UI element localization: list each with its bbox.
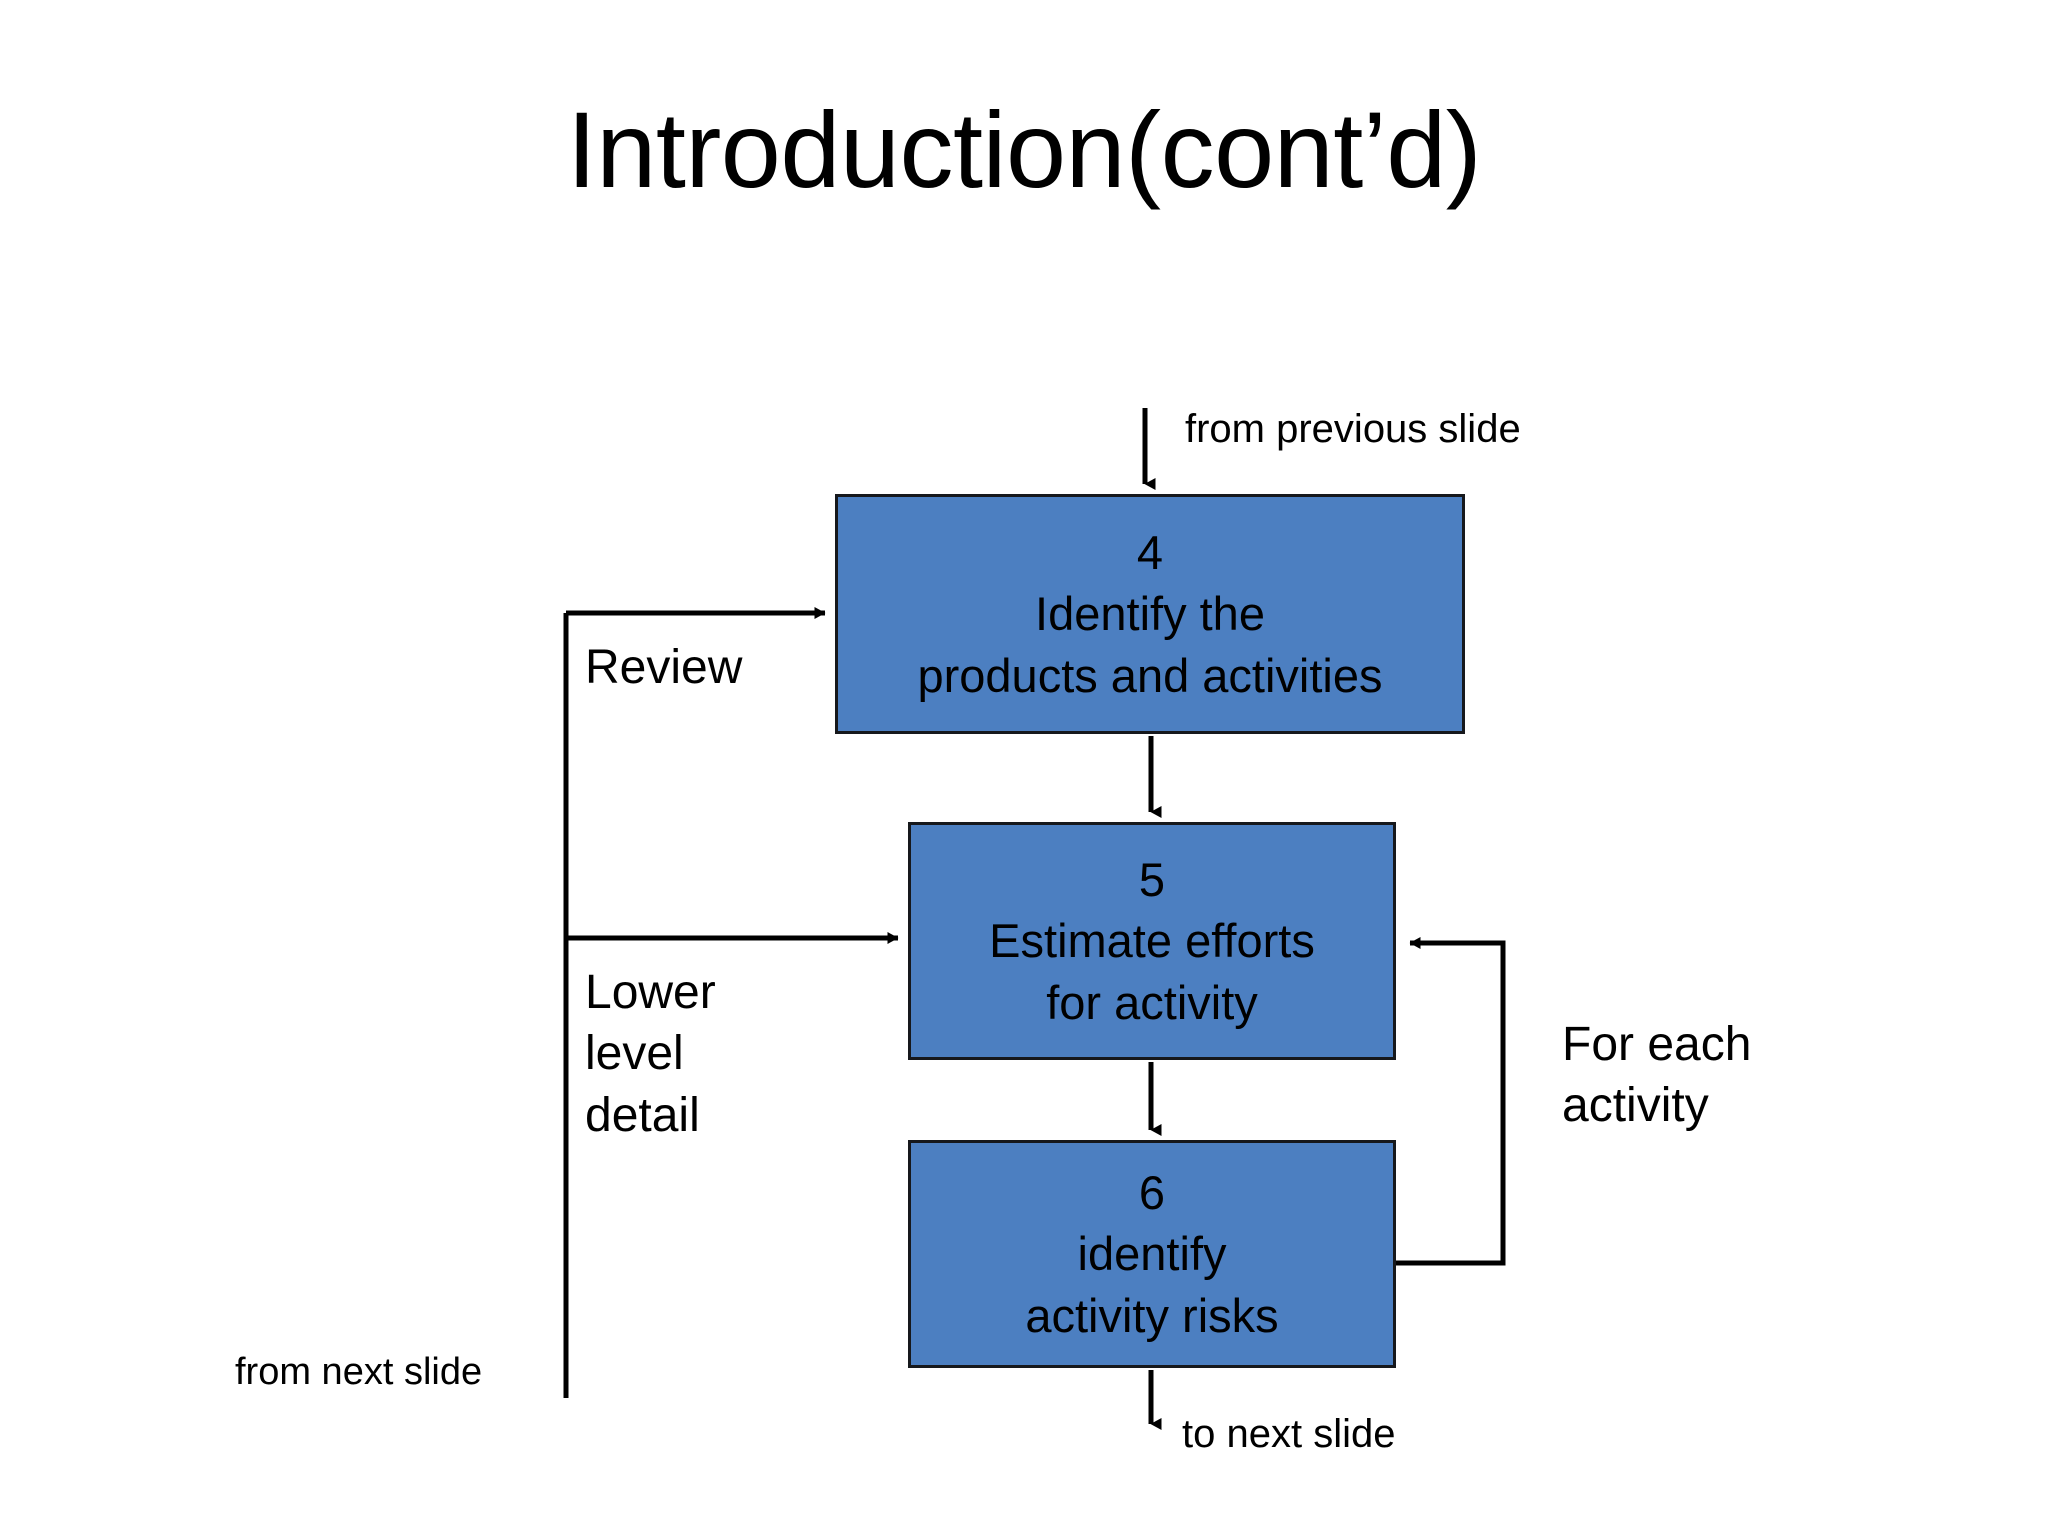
process-box-5[interactable]: 5 Estimate efforts for activity bbox=[908, 822, 1396, 1060]
process-box-4-line2: products and activities bbox=[917, 648, 1383, 702]
label-review: Review bbox=[585, 641, 743, 694]
label-for-each-activity: For each activity bbox=[1562, 1018, 1752, 1133]
label-lower-level-detail: Lower level detail bbox=[585, 966, 716, 1142]
process-box-4-number: 4 bbox=[1136, 526, 1164, 580]
process-box-4[interactable]: 4 Identify the products and activities bbox=[835, 494, 1465, 734]
process-box-6-line1: identify bbox=[1077, 1227, 1227, 1281]
page-title: Introduction(cont’d) bbox=[566, 89, 1482, 210]
process-box-6-line2: activity risks bbox=[1025, 1288, 1279, 1342]
label-to-next-slide: to next slide bbox=[1182, 1412, 1396, 1456]
process-box-6-number: 6 bbox=[1138, 1166, 1166, 1220]
label-from-previous-slide: from previous slide bbox=[1185, 407, 1521, 451]
connector-for-each-activity-loop bbox=[1396, 937, 1506, 1266]
process-box-6[interactable]: 6 identify activity risks bbox=[908, 1140, 1396, 1368]
process-box-5-line2: for activity bbox=[1046, 975, 1258, 1029]
process-box-5-number: 5 bbox=[1138, 853, 1166, 907]
process-box-4-line1: Identify the bbox=[1035, 587, 1265, 641]
process-box-5-line1: Estimate efforts bbox=[989, 914, 1315, 968]
label-from-next-slide: from next slide bbox=[235, 1351, 483, 1393]
